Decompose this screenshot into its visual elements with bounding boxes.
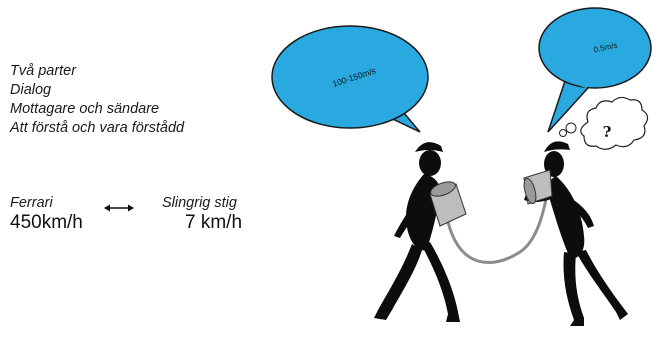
bullet-item: Att förstå och vara förstådd <box>10 119 184 138</box>
bullet-item: Mottagare och sändare <box>10 100 184 119</box>
ferrari-speed: 450km/h <box>10 212 83 234</box>
bullet-item: Två parter <box>10 62 184 81</box>
question-mark: ? <box>603 123 612 141</box>
bullet-list: Två parter Dialog Mottagare och sändare … <box>10 62 184 138</box>
cartoon-scene: 100-150m/s 0.5m/s ? <box>270 0 666 337</box>
ferrari-label: Ferrari <box>10 195 53 211</box>
double-arrow-icon <box>104 202 134 214</box>
bullet-item: Dialog <box>10 81 184 100</box>
path-label: Slingrig stig <box>162 195 237 211</box>
path-speed: 7 km/h <box>185 212 242 234</box>
right-figure <box>524 141 628 326</box>
left-speech-bubble: 100-150m/s <box>272 26 428 132</box>
left-figure <box>374 142 460 322</box>
